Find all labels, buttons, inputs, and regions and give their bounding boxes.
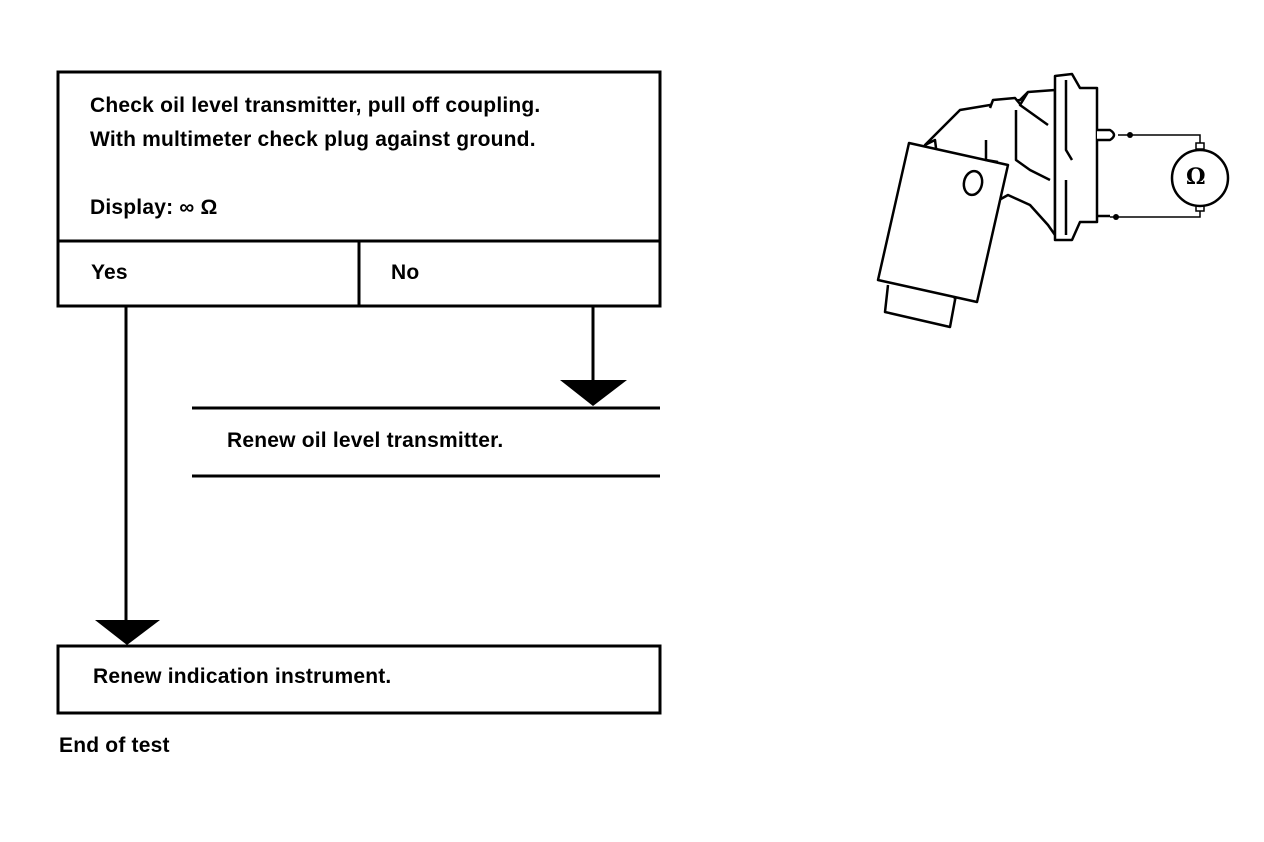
transmitter-illustration [876,72,1116,329]
no-action-text: Renew oil level transmitter. [227,429,504,452]
yes-branch-label: Yes [91,261,128,284]
ohm-symbol: Ω [1186,164,1206,190]
connector-hole [962,169,984,197]
yes-action-text: Renew indication instrument. [93,665,392,688]
no-branch-label: No [391,261,420,284]
meter-terminal-top [1195,142,1205,150]
ohmmeter [1170,148,1230,208]
wire-plug-top [1127,132,1133,138]
yes-action-box [56,644,662,715]
yes-branch-arrow [95,620,160,645]
check-step-display: Display: ∞ Ω [90,196,218,219]
end-of-test-label: End of test [59,734,170,757]
no-branch-arrow [560,380,627,406]
wire-plug-bottom [1113,214,1119,220]
check-step-line2: With multimeter check plug against groun… [90,128,536,151]
check-step-line1: Check oil level transmitter, pull off co… [90,94,541,117]
